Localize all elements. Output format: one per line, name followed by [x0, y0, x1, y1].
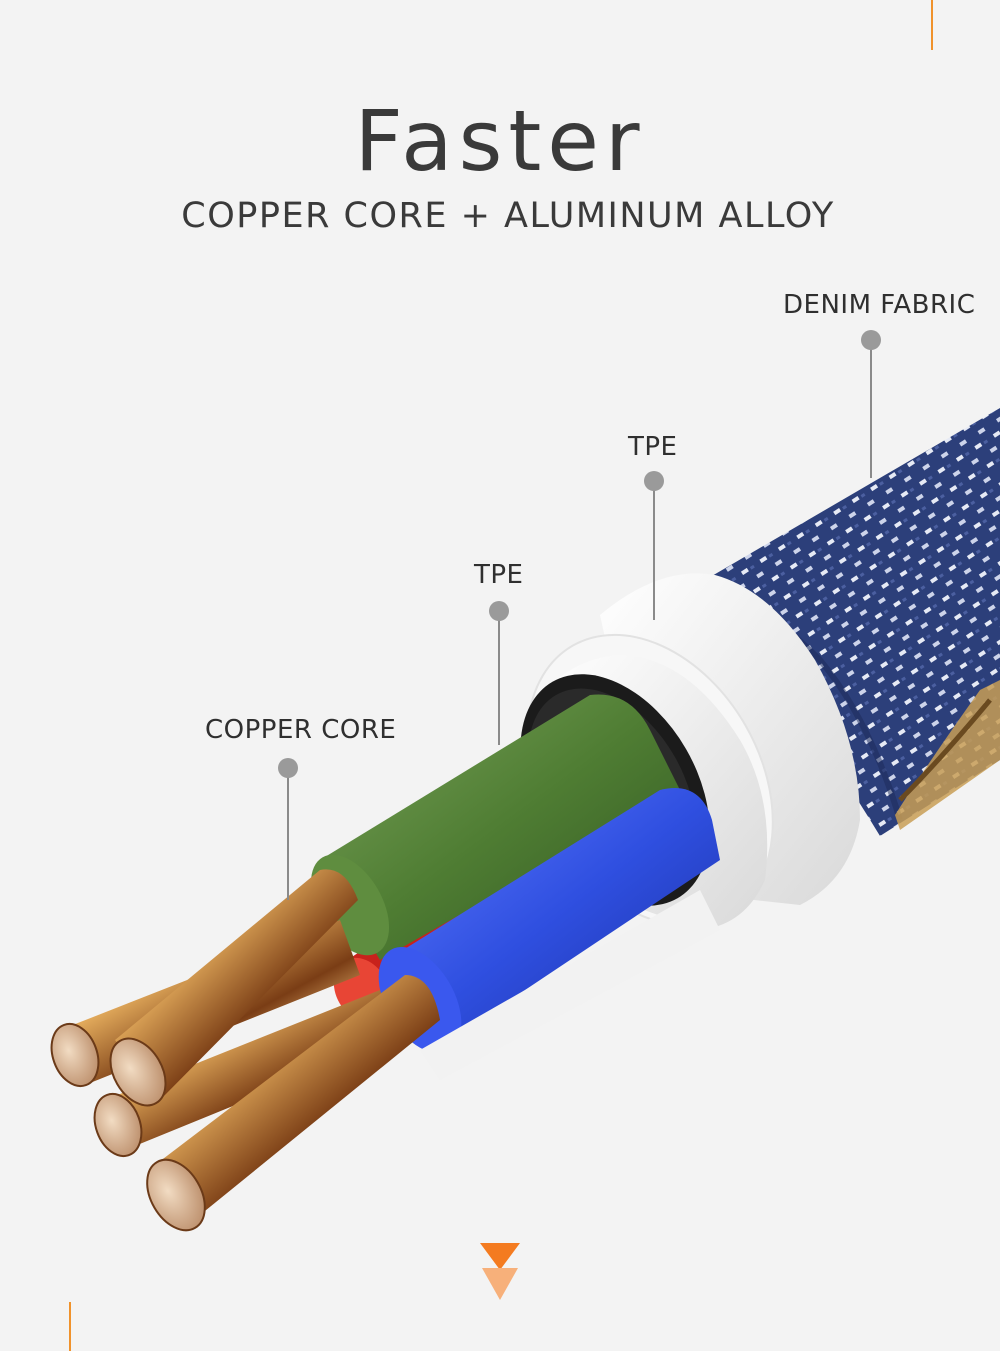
label-tpe-outer: TPE — [628, 432, 678, 462]
accent-line-top — [931, 0, 933, 50]
page-subtitle: COPPER CORE + ALUMINUM ALLOY — [181, 196, 835, 236]
denim-jacket-layer — [703, 408, 1000, 836]
tpe-inner-callout-dot — [489, 601, 509, 621]
label-copper-core: COPPER CORE — [205, 715, 397, 745]
callout-leaders — [278, 330, 881, 900]
tpe-outer-callout-dot — [644, 471, 664, 491]
white-wire — [420, 890, 720, 1080]
copper-strands — [50, 869, 440, 1232]
copper-callout-dot — [278, 758, 298, 778]
label-denim-fabric: DENIM FABRIC — [783, 290, 976, 320]
down-arrow-icon[interactable] — [480, 1243, 520, 1300]
page-title: Faster — [354, 92, 646, 190]
denim-callout-dot — [861, 330, 881, 350]
label-tpe-inner: TPE — [474, 560, 524, 590]
accent-line-bottom — [69, 1302, 71, 1351]
